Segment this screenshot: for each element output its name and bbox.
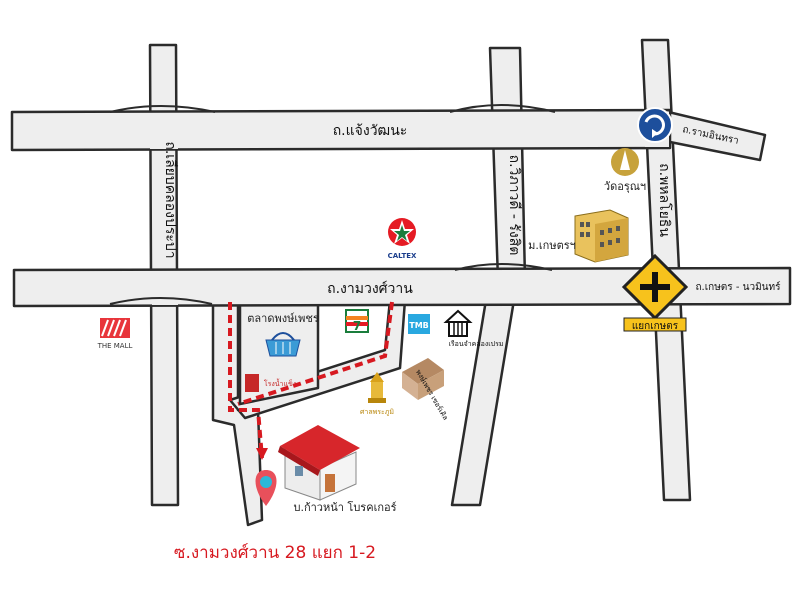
prison-label: เรือนจำคลองเปรม [449,340,504,348]
prison-icon [443,309,473,337]
shrine-label: ศาลพระภูมิ [360,408,394,416]
intersection-label-plate [623,317,687,332]
caltex-logo-icon [388,218,416,246]
road-label-left: ถ.เลียบคลองประปา [162,141,178,258]
seven-eleven-label: 7 [353,319,361,333]
map-caption: ซ.งามวงศ์วาน 28 แยก 1-2 [174,543,376,563]
route-arrow-icon [256,448,268,460]
shrine-icon [368,372,386,403]
route-line-branch [237,301,394,406]
ice-factory-label: โรงน้ำแข็ง [264,377,296,388]
destination-label: บ.ก้าวหน้า โบรคเกอร์ [293,500,396,514]
temple-label: วัดอรุณฯ [604,180,646,193]
basket-icon [265,332,301,357]
road-label-vibhavadi: ถ.วิภาวดี - รังสิต [506,155,522,256]
road-soi [211,298,264,527]
road-label-kaset-nawamin: ถ.เกษตร - นวมินทร์ [696,281,782,293]
condo-building-icon [402,358,444,400]
temple-icon [611,148,639,176]
ice-factory-icon [245,374,259,392]
road-label-phahonyothin: ถ.พหลโยธิน [656,163,673,237]
tmb-label: TMB [409,321,429,330]
road-middle [12,266,792,308]
intersection-label: แยกเกษตร [632,321,679,332]
caltex-label: CALTEX [388,252,417,260]
seven-eleven-logo-icon: 7 [345,309,369,333]
road-label-top: ถ.แจ้งวัฒนะ [333,123,408,139]
the-mall-logo-icon [100,318,130,338]
roundabout-icon [637,107,673,143]
the-mall-label: THE MALL [97,342,133,350]
university-label: ม.เกษตรฯ [528,239,576,252]
house-icon [278,425,360,501]
university-building-icon [574,209,629,263]
market-label: ตลาดพงษ์เพชร [247,312,319,325]
tmb-logo-icon [408,314,430,334]
route-line [228,302,264,459]
road-label-middle: ถ.งามวงศ์วาน [327,280,413,297]
location-pin-icon [255,470,277,506]
